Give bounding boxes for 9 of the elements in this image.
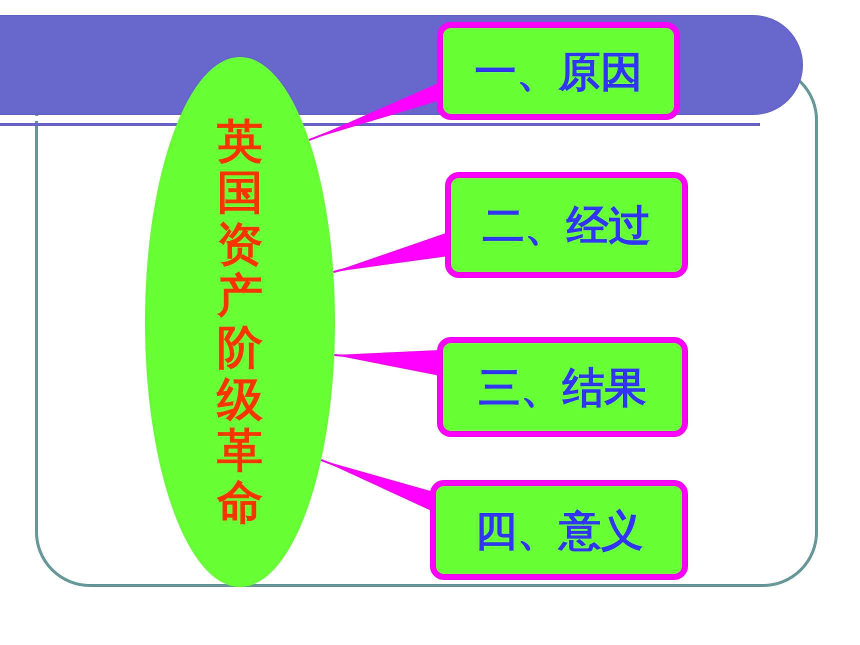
callout-box	[437, 337, 688, 437]
callout-box	[437, 22, 680, 120]
section-heading: 三、结果	[478, 362, 646, 414]
topic-title: 英国资产阶级革命	[217, 116, 263, 528]
callout-box	[445, 172, 688, 278]
section-heading: 二、经过	[482, 200, 650, 252]
callout-box	[430, 480, 688, 580]
section-heading: 一、原因	[474, 46, 642, 98]
section-heading: 四、意义	[475, 504, 643, 556]
